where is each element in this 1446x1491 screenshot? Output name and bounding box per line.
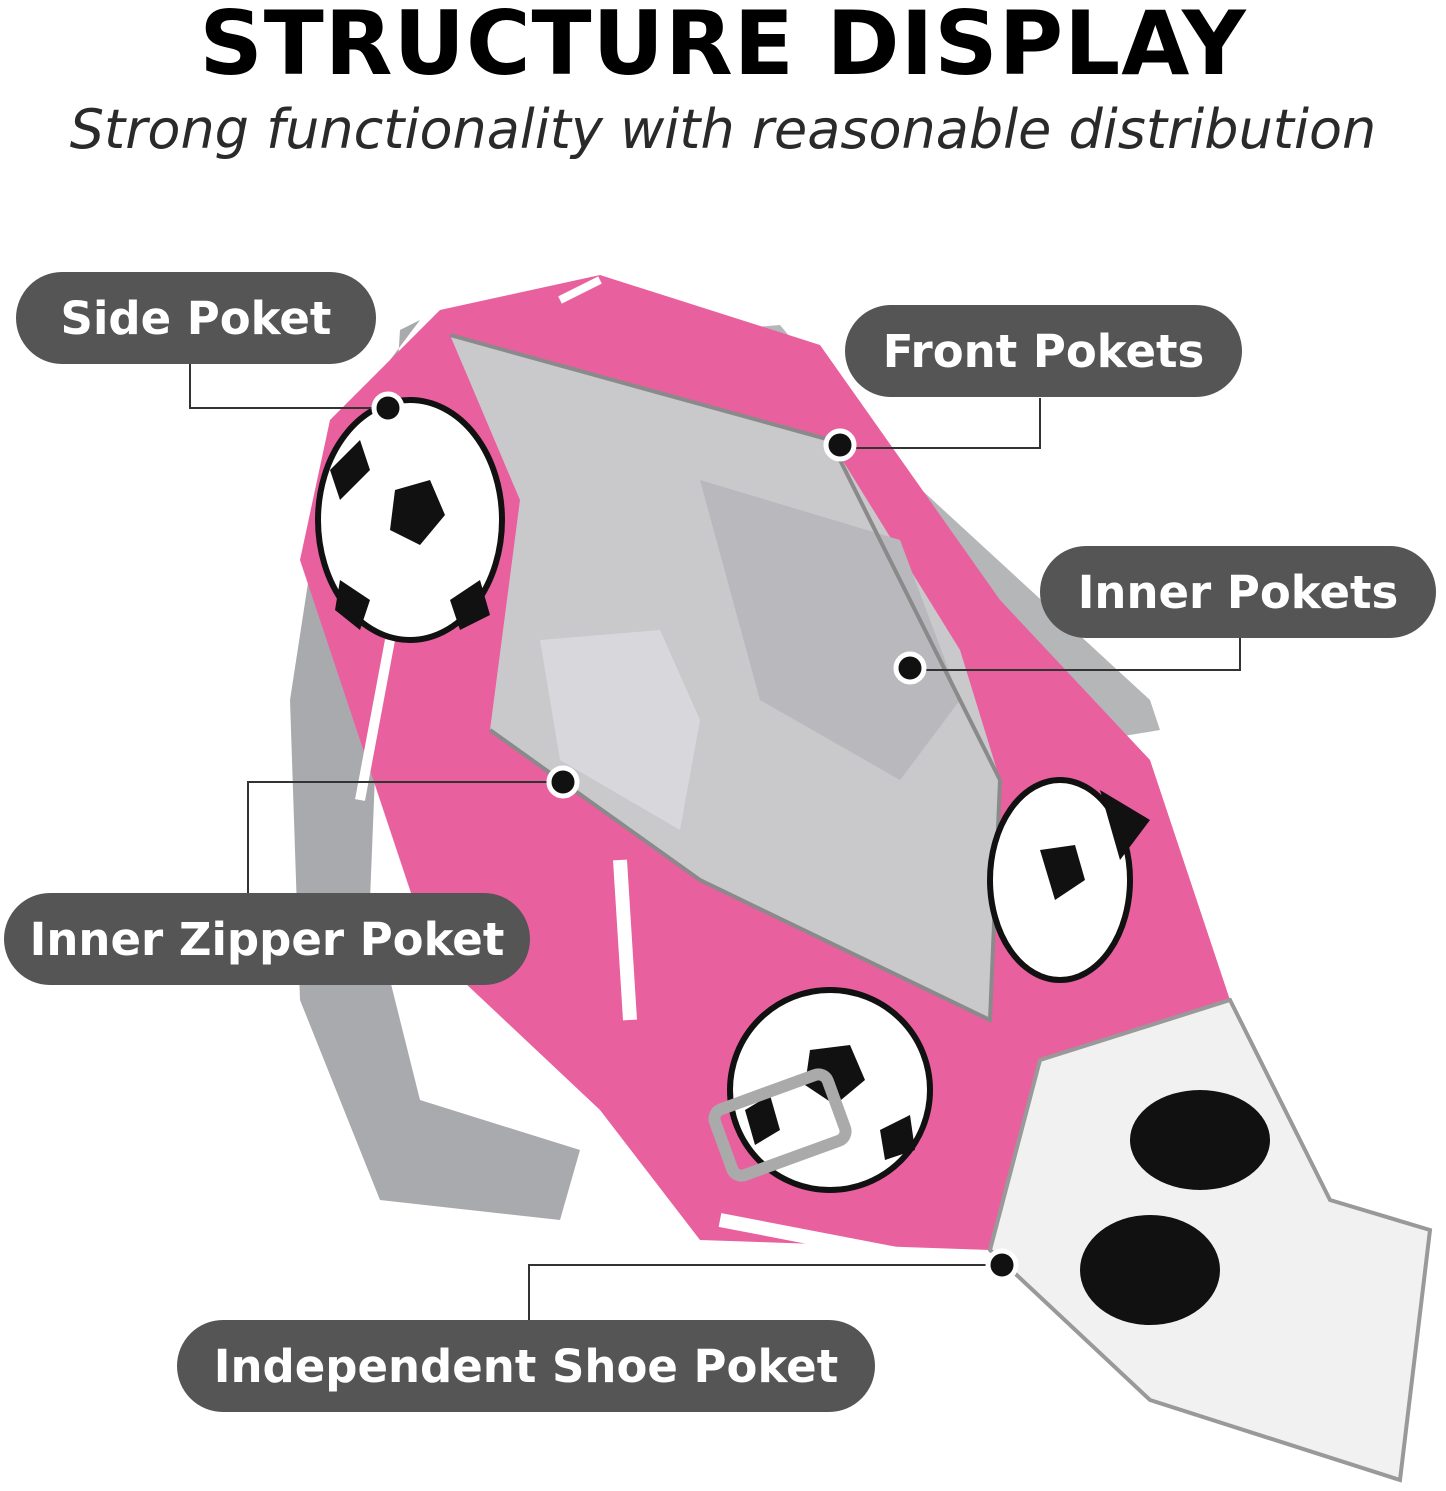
- shoe-pocket: [987, 997, 1433, 1483]
- page-title: STRUCTURE DISPLAY: [199, 0, 1247, 95]
- soccer-ball: [987, 777, 1150, 983]
- page-subtitle: Strong functionality with reasonable dis…: [69, 98, 1377, 161]
- label-inner-pockets: Inner Pokets: [1040, 546, 1436, 638]
- label-front-pockets: Front Pokets: [845, 305, 1242, 397]
- soccer-ball: [315, 397, 505, 643]
- label-inner-zipper-pocket: Inner Zipper Poket: [4, 893, 530, 985]
- marker-dots: [371, 391, 1019, 1282]
- label-shoe-pocket: Independent Shoe Poket: [177, 1320, 875, 1412]
- connector-lines: [189, 364, 1241, 1320]
- label-side-pocket: Side Poket: [16, 272, 376, 364]
